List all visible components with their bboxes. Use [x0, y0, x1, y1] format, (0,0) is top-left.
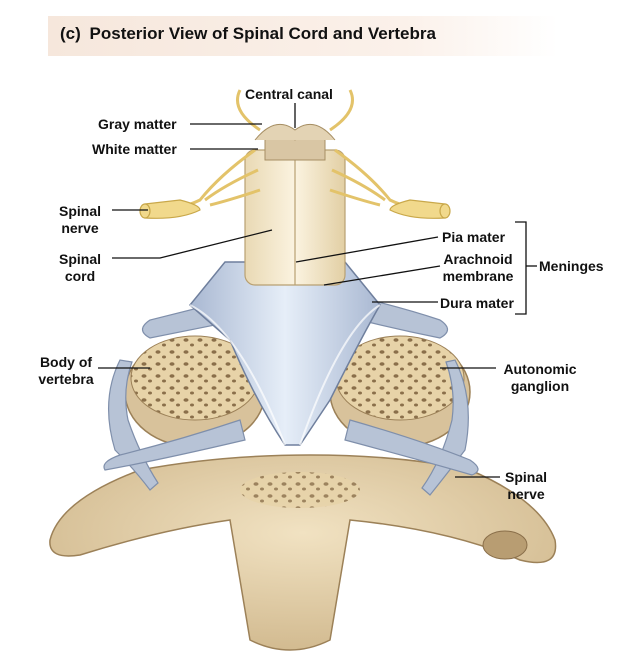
label-spinal-nerve-left: Spinal nerve: [52, 203, 108, 237]
leader-lines: [98, 103, 537, 478]
label-body-of-vertebra-line2: vertebra: [38, 371, 94, 387]
nerve-roots: [149, 89, 441, 212]
title-bar: [48, 16, 558, 56]
vertebra-arch: [49, 454, 557, 651]
label-autonomic-line1: Autonomic: [503, 361, 577, 377]
label-spinal-cord: Spinal cord: [52, 251, 108, 285]
label-body-of-vertebra: Body of vertebra: [32, 354, 100, 388]
figure-title: (c) Posterior View of Spinal Cord and Ve…: [60, 24, 436, 44]
label-spinal-nerve-right-line2: nerve: [507, 486, 545, 502]
spinal-nerve-bundles: [139, 199, 451, 219]
label-spinal-cord-line1: Spinal: [58, 251, 101, 267]
label-spinal-nerve-right-line1: Spinal: [504, 469, 547, 485]
label-meninges: Meninges: [539, 258, 604, 274]
label-autonomic-ganglion: Autonomic ganglion: [498, 361, 582, 395]
label-gray-matter: Gray matter: [98, 116, 177, 132]
label-arachnoid-line2: membrane: [442, 268, 514, 284]
figure-title-text: Posterior View of Spinal Cord and Verteb…: [89, 24, 436, 43]
label-central-canal: Central canal: [245, 86, 333, 102]
label-spinal-cord-line2: cord: [64, 268, 96, 284]
label-body-of-vertebra-line1: Body of: [39, 354, 93, 370]
label-spinal-nerve-right: Spinal nerve: [500, 469, 552, 503]
label-arachnoid-membrane: Arachnoid membrane: [440, 251, 516, 285]
figure-tag: (c): [60, 24, 81, 43]
label-spinal-nerve-left-line1: Spinal: [58, 203, 101, 219]
vertebral-body-left: [124, 335, 266, 448]
lower-nerves: [103, 299, 479, 496]
label-pia-mater: Pia mater: [442, 229, 506, 245]
label-white-matter: White matter: [92, 141, 177, 157]
spinal-cord: [244, 123, 346, 286]
label-spinal-nerve-left-line2: nerve: [61, 220, 99, 236]
label-autonomic-line2: ganglion: [510, 378, 570, 394]
label-arachnoid-line1: Arachnoid: [443, 251, 513, 267]
label-dura-mater: Dura mater: [440, 295, 514, 311]
